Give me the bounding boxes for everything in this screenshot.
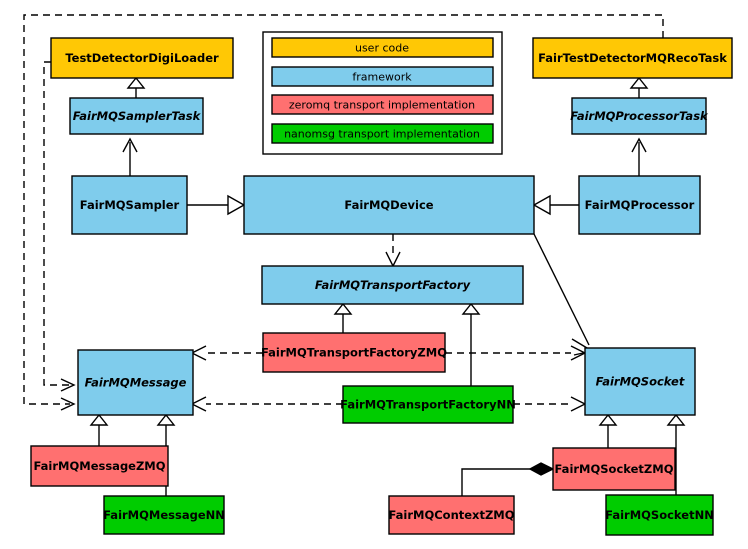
legend-swatch-nanomsg <box>271 123 494 144</box>
legend-item-user-code: user code <box>271 37 494 58</box>
edge-contextzmq-to-socketzmq <box>461 462 555 496</box>
edge-tfnn-to-message <box>190 396 343 412</box>
class-label-fairmqprocessortask: FairMQProcessorTask <box>570 109 709 123</box>
class-label-fairmqsamplertask: FairMQSamplerTask <box>73 109 202 123</box>
class-box-fairmqmessage[interactable] <box>77 349 194 416</box>
class-label-fairmqcontextzmq: FairMQContextZMQ <box>388 508 514 522</box>
legend-swatch-user-code <box>271 37 494 58</box>
class-node-fairmqprocessor[interactable]: FairMQProcessor <box>578 175 701 235</box>
class-box-fairmqsocketnn[interactable] <box>605 494 714 536</box>
class-box-fairmqsocket[interactable] <box>584 347 696 416</box>
class-node-fairmqcontextzmq[interactable]: FairMQContextZMQ <box>388 495 515 535</box>
edge-device-to-transportfactory <box>385 234 401 268</box>
edge-processor-to-device <box>532 194 579 216</box>
class-label-fairmqtransportfactory: FairMQTransportFactory <box>315 278 471 292</box>
class-box-fairmqsampler[interactable] <box>71 175 188 235</box>
class-box-fairmqmessagenn[interactable] <box>103 495 225 535</box>
edge-tfnn-to-transportfactory <box>461 302 481 386</box>
edge-processortask-to-recotask <box>629 76 649 98</box>
class-label-fairmqprocessor: FairMQProcessor <box>585 198 695 212</box>
class-node-fairmqtransportfactoryzmq[interactable]: FairMQTransportFactoryZMQ <box>261 332 447 373</box>
class-node-testdetectordigiloader[interactable]: TestDetectorDigiLoader <box>50 37 234 79</box>
legend-item-framework: framework <box>271 66 494 87</box>
edge-device-to-socket <box>533 233 594 356</box>
class-label-testdetectordigiloader: TestDetectorDigiLoader <box>65 51 219 65</box>
class-node-fairmqmessage[interactable]: FairMQMessage <box>77 349 194 416</box>
edge-sampler-to-samplertask <box>122 137 138 176</box>
class-label-fairtestdetectormqrecotask: FairTestDetectorMQRecoTask <box>538 51 727 65</box>
edge-tfzmq-to-socket <box>445 345 587 361</box>
edge-socketnn-to-socket <box>666 413 686 495</box>
class-box-fairtestdetectormqrecotask[interactable] <box>532 37 733 79</box>
legend-label-user-code: user code <box>355 42 409 55</box>
class-label-fairmqmessage: FairMQMessage <box>85 376 187 390</box>
edge-sampler-to-device <box>187 194 246 216</box>
class-node-fairmqsocket[interactable]: FairMQSocket <box>584 347 696 416</box>
class-box-fairmqcontextzmq[interactable] <box>388 495 515 535</box>
edge-tfzmq-to-message <box>190 345 263 361</box>
legend: user code framework zeromq transport imp… <box>262 31 503 155</box>
legend-swatch-zeromq <box>271 94 494 115</box>
class-label-fairmqsampler: FairMQSampler <box>80 198 180 212</box>
edge-tfzmq-to-transportfactory <box>333 302 353 333</box>
class-label-fairmqtransportfactorynn: FairMQTransportFactoryNN <box>340 398 516 412</box>
class-box-testdetectordigiloader[interactable] <box>50 37 234 79</box>
legend-label-nanomsg: nanomsg transport implementation <box>284 128 480 141</box>
edge-digiloader-to-message <box>43 61 76 392</box>
class-node-fairmqsampler[interactable]: FairMQSampler <box>71 175 188 235</box>
class-label-fairmqdevice: FairMQDevice <box>344 198 433 212</box>
class-label-fairmqmessagezmq: FairMQMessageZMQ <box>33 459 165 473</box>
class-box-fairmqmessagezmq[interactable] <box>30 445 169 487</box>
class-label-fairmqsocketnn: FairMQSocketNN <box>605 508 714 522</box>
class-box-fairmqsamplertask[interactable] <box>69 97 204 135</box>
class-box-fairmqtransportfactoryzmq[interactable] <box>262 332 446 373</box>
class-box-fairmqdevice[interactable] <box>243 175 535 235</box>
class-node-fairmqsocketnn[interactable]: FairMQSocketNN <box>605 494 714 536</box>
class-node-fairmqmessagezmq[interactable]: FairMQMessageZMQ <box>30 445 169 487</box>
node-layer: TestDetectorDigiLoader FairTestDetectorM… <box>30 37 733 536</box>
class-node-fairmqtransportfactory[interactable]: FairMQTransportFactory <box>261 265 524 305</box>
edge-socketzmq-to-socket <box>598 413 618 448</box>
class-label-fairmqtransportfactoryzmq: FairMQTransportFactoryZMQ <box>261 346 447 360</box>
class-node-fairtestdetectormqrecotask[interactable]: FairTestDetectorMQRecoTask <box>532 37 733 79</box>
edge-tfnn-to-socket <box>513 396 587 412</box>
legend-label-zeromq: zeromq transport implementation <box>289 99 475 112</box>
class-label-fairmqsocket: FairMQSocket <box>596 375 685 389</box>
edge-samplertask-to-digiloader <box>126 76 146 98</box>
class-box-fairmqtransportfactory[interactable] <box>261 265 524 305</box>
legend-label-framework: framework <box>352 71 412 84</box>
class-label-fairmqmessagenn: FairMQMessageNN <box>103 508 225 522</box>
legend-item-zeromq: zeromq transport implementation <box>271 94 494 115</box>
legend-item-nanomsg: nanomsg transport implementation <box>271 123 494 144</box>
class-box-fairmqprocessortask[interactable] <box>571 97 707 135</box>
edge-messagezmq-to-message <box>89 413 109 446</box>
class-node-fairmqdevice[interactable]: FairMQDevice <box>243 175 535 235</box>
class-node-fairmqsocketzmq[interactable]: FairMQSocketZMQ <box>552 447 676 491</box>
class-node-fairmqsamplertask[interactable]: FairMQSamplerTask <box>69 97 204 135</box>
edge-recotask-to-message <box>23 14 664 411</box>
class-node-fairmqmessagenn[interactable]: FairMQMessageNN <box>103 495 225 535</box>
class-box-fairmqsocketzmq[interactable] <box>552 447 676 491</box>
legend-swatch-framework <box>271 66 494 87</box>
edge-processor-to-processortask <box>631 137 647 176</box>
class-node-fairmqtransportfactorynn[interactable]: FairMQTransportFactoryNN <box>340 385 516 424</box>
class-label-fairmqsocketzmq: FairMQSocketZMQ <box>555 462 674 476</box>
class-box-fairmqtransportfactorynn[interactable] <box>342 385 514 424</box>
class-node-fairmqprocessortask[interactable]: FairMQProcessorTask <box>570 97 709 135</box>
class-box-fairmqprocessor[interactable] <box>578 175 701 235</box>
